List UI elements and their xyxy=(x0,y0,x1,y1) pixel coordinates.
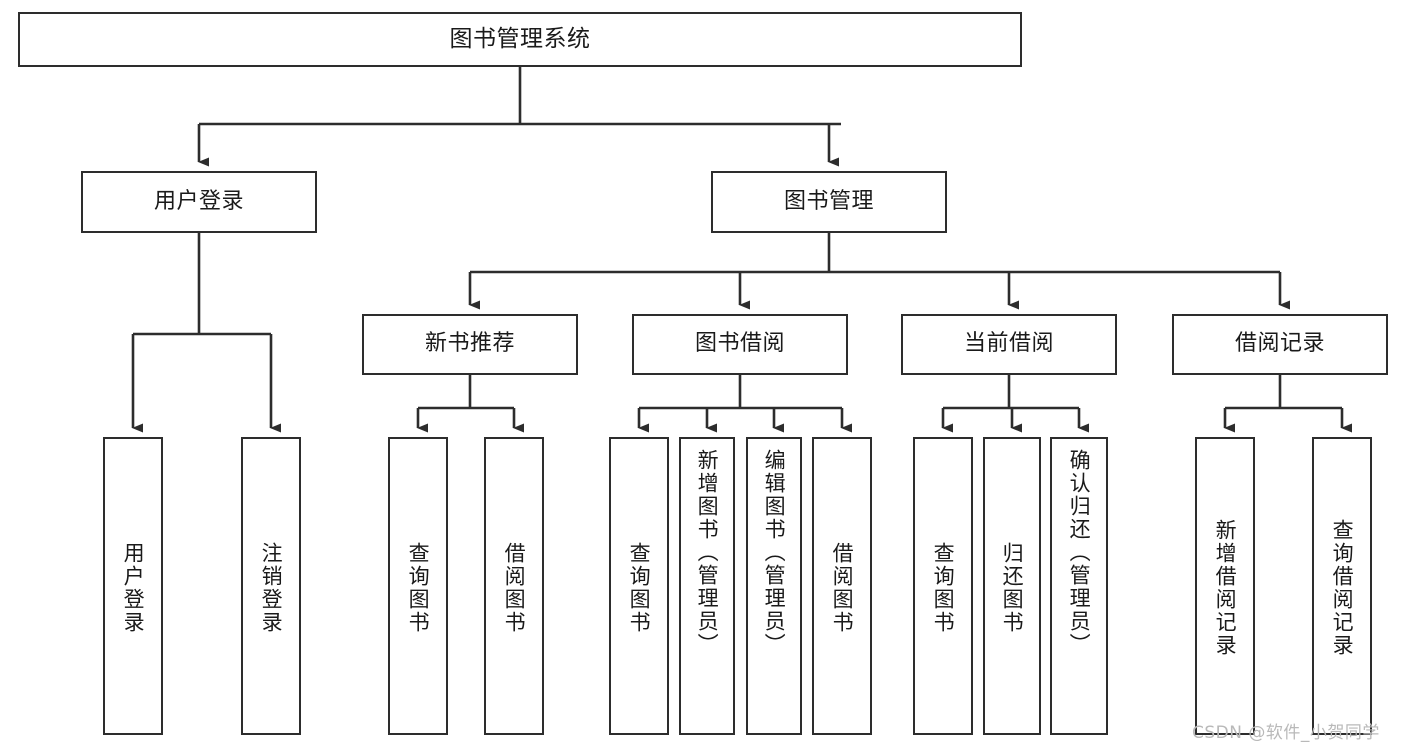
node-new-book-rec[interactable]: 新书推荐 xyxy=(362,314,578,375)
node-leaf-borrow-edit-book[interactable]: 编辑图书（管理员） xyxy=(746,437,802,735)
node-leaf-borrow-borrow-book-label: 借阅图书 xyxy=(830,542,855,634)
node-leaf-borrow-query-book[interactable]: 查询图书 xyxy=(609,437,669,735)
node-leaf-rec-query-book[interactable]: 查询图书 xyxy=(388,437,448,735)
node-leaf-cur-confirm-return[interactable]: 确认归还（管理员） xyxy=(1050,437,1108,735)
node-leaf-cur-confirm-return-label: 确认归还（管理员） xyxy=(1067,449,1092,656)
node-leaf-cur-return-book-label: 归还图书 xyxy=(1000,542,1025,634)
watermark: CSDN @软件_小贺同学 xyxy=(1192,723,1380,743)
node-borrow-record-label: 借阅记录 xyxy=(1234,331,1325,357)
node-leaf-borrow-edit-book-label: 编辑图书（管理员） xyxy=(762,449,787,656)
node-leaf-borrow-borrow-book[interactable]: 借阅图书 xyxy=(812,437,872,735)
node-leaf-cur-return-book[interactable]: 归还图书 xyxy=(983,437,1041,735)
node-current-borrow-label: 当前借阅 xyxy=(963,331,1054,357)
node-root[interactable]: 图书管理系统 xyxy=(18,12,1022,67)
node-user-login-label: 用户登录 xyxy=(153,188,244,214)
node-leaf-rec-borrow-book-label: 借阅图书 xyxy=(502,542,527,634)
node-leaf-rec-add-record-label: 新增借阅记录 xyxy=(1213,519,1238,657)
node-leaf-borrow-add-book[interactable]: 新增图书（管理员） xyxy=(679,437,735,735)
node-leaf-borrow-add-book-label: 新增图书（管理员） xyxy=(695,449,720,656)
node-book-manage-label: 图书管理 xyxy=(783,188,874,214)
node-book-manage[interactable]: 图书管理 xyxy=(711,171,947,233)
node-book-borrow-label: 图书借阅 xyxy=(694,331,785,357)
node-root-label: 图书管理系统 xyxy=(449,25,591,52)
node-book-borrow[interactable]: 图书借阅 xyxy=(632,314,848,375)
node-leaf-rec-query-record[interactable]: 查询借阅记录 xyxy=(1312,437,1372,735)
node-leaf-borrow-query-book-label: 查询图书 xyxy=(627,542,652,634)
node-borrow-record[interactable]: 借阅记录 xyxy=(1172,314,1388,375)
node-user-login[interactable]: 用户登录 xyxy=(81,171,317,233)
node-leaf-cur-query-book[interactable]: 查询图书 xyxy=(913,437,973,735)
node-leaf-rec-query-record-label: 查询借阅记录 xyxy=(1330,519,1355,657)
node-new-book-rec-label: 新书推荐 xyxy=(424,331,515,357)
node-current-borrow[interactable]: 当前借阅 xyxy=(901,314,1117,375)
node-leaf-user-logout[interactable]: 注销登录 xyxy=(241,437,301,735)
node-leaf-user-logout-label: 注销登录 xyxy=(259,542,284,634)
node-leaf-rec-borrow-book[interactable]: 借阅图书 xyxy=(484,437,544,735)
node-leaf-user-login-label: 用户登录 xyxy=(121,542,146,634)
node-leaf-user-login[interactable]: 用户登录 xyxy=(103,437,163,735)
node-leaf-cur-query-book-label: 查询图书 xyxy=(931,542,956,634)
node-leaf-rec-query-book-label: 查询图书 xyxy=(406,542,431,634)
node-leaf-rec-add-record[interactable]: 新增借阅记录 xyxy=(1195,437,1255,735)
